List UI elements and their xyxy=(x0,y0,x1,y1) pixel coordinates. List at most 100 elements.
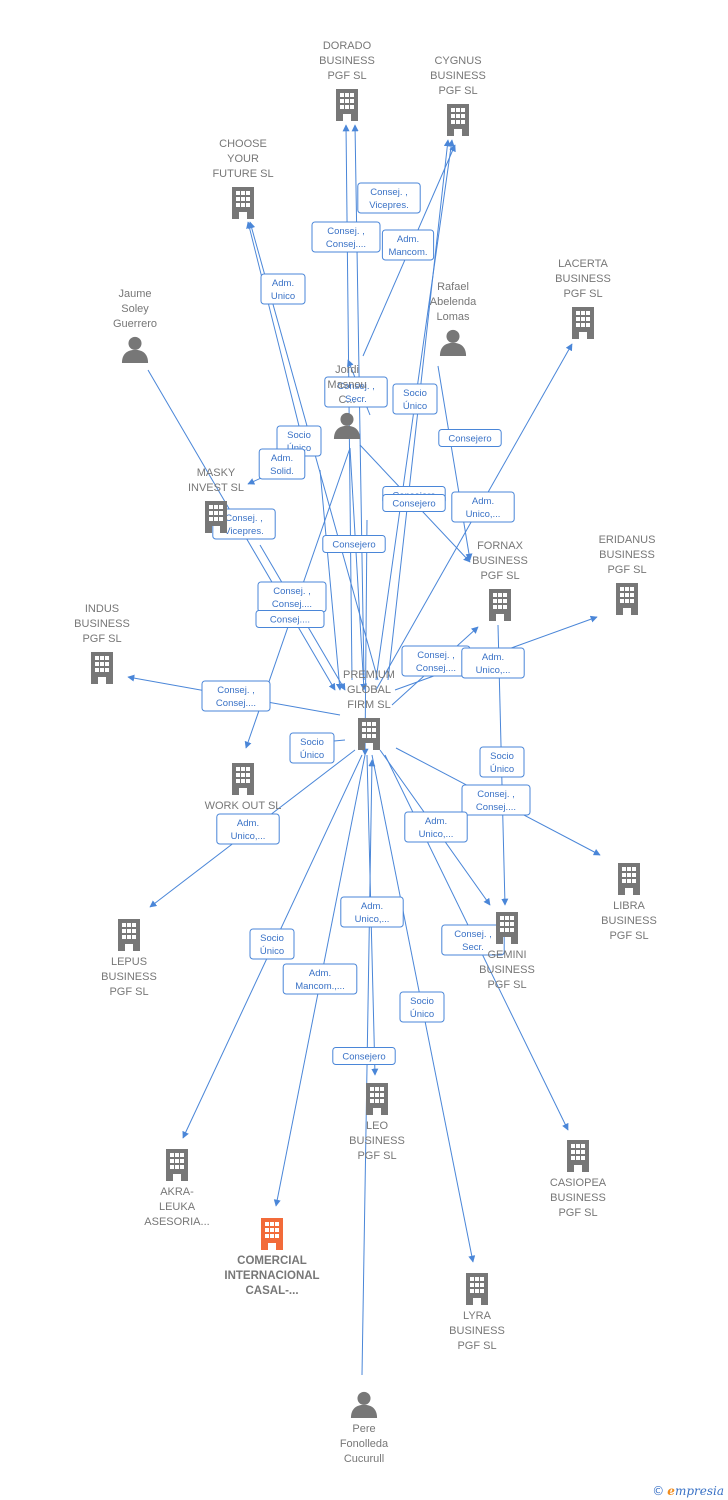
node-label: LYRA xyxy=(463,1310,492,1322)
edge-label[interactable]: Consejero xyxy=(322,535,386,553)
edge-label[interactable]: Adm.Mancom. xyxy=(381,229,435,261)
edge-label[interactable]: Consej. ,Consej.... xyxy=(257,581,327,613)
node-label: Pere xyxy=(352,1423,375,1435)
edge-label[interactable]: Consej. ,Vicepres. xyxy=(357,182,421,214)
edge-label-text: Consej. , xyxy=(454,929,492,940)
edge-label-text: Consej. , xyxy=(217,685,255,696)
building-icon xyxy=(118,919,140,951)
edge-label[interactable]: Consej. , Consej.... xyxy=(461,784,531,816)
node-jordi[interactable]: JordiMasnouC... xyxy=(327,364,367,439)
edge-label[interactable]: Consejero xyxy=(438,429,502,447)
edge-label[interactable]: Consej. ,Secr. xyxy=(324,376,388,408)
node-label: LEUKA xyxy=(159,1201,196,1213)
relation-edge xyxy=(349,447,368,691)
edge-label[interactable]: Consej. ,Consej.... xyxy=(201,680,271,712)
node-label: Abelenda xyxy=(430,296,477,308)
edge-label[interactable]: Consej. ,Consej.... xyxy=(401,645,471,677)
edge-label-text: Consej.... xyxy=(476,802,516,813)
building-icon xyxy=(232,187,254,219)
edge-label-box xyxy=(392,383,438,415)
node-label: Jordi xyxy=(335,364,359,376)
edge-label[interactable]: Consej. ,Consej.... xyxy=(311,221,381,253)
edge-label-box xyxy=(258,448,306,480)
edge-label-box xyxy=(404,811,468,843)
edge-label[interactable]: Consejero xyxy=(382,494,446,512)
edge-label-box xyxy=(255,610,325,628)
edge-label[interactable]: Adm.Mancom.,... xyxy=(282,963,358,995)
node-label: PGF SL xyxy=(607,564,646,576)
node-label: PGF SL xyxy=(457,1340,496,1352)
edge-label-text: Unico,... xyxy=(231,831,266,842)
node-label: Guerrero xyxy=(113,318,157,330)
edge-label[interactable]: Consej. ,Secr. xyxy=(441,924,505,956)
node-comercial[interactable]: COMERCIALINTERNACIONALCASAL-... xyxy=(224,1218,320,1297)
node-label: CASIOPEA xyxy=(550,1177,607,1189)
relation-edge xyxy=(437,365,473,561)
edge-label-box xyxy=(441,924,505,956)
edge-label-text: Unico,... xyxy=(466,509,501,520)
edge-label[interactable]: Adm.Unico,... xyxy=(216,813,280,845)
node-label: LEPUS xyxy=(111,956,147,968)
edge-label-text: Vicepres. xyxy=(224,526,263,537)
edge-label-text: Único xyxy=(300,750,324,761)
edge-label[interactable]: Consej.... xyxy=(255,610,325,628)
edge-label-text: Consej. , xyxy=(370,187,408,198)
edge-label[interactable]: Adm.Unico,... xyxy=(461,647,525,679)
node-label: CHOOSE xyxy=(219,138,267,150)
node-label: BUSINESS xyxy=(101,971,157,983)
edge-label-text: Adm. xyxy=(272,278,294,289)
node-label: BUSINESS xyxy=(601,915,657,927)
edge-label-text: Unico,... xyxy=(476,665,511,676)
node-label: CASAL-... xyxy=(245,1285,298,1297)
node-label: BUSINESS xyxy=(555,273,611,285)
edge-label-text: Socio xyxy=(490,751,514,762)
edge-label[interactable]: Adm.Unico,... xyxy=(404,811,468,843)
node-label: FORNAX xyxy=(477,540,524,552)
edge-label-box xyxy=(461,647,525,679)
node-label: PGF SL xyxy=(609,930,648,942)
node-label: Soley xyxy=(121,303,149,315)
edge-label-text: Consej.... xyxy=(416,663,456,674)
edge-label[interactable]: Adm.Solid. xyxy=(258,448,306,480)
edge-label[interactable]: Adm. Unico,... xyxy=(451,491,515,523)
edge-label-text: Consejero xyxy=(392,499,435,510)
building-icon xyxy=(166,1149,188,1181)
edge-label-text: Adm. xyxy=(472,496,494,507)
node-label: INVEST SL xyxy=(188,482,244,494)
edge-label-text: Único xyxy=(260,946,284,957)
edge-label[interactable]: Adm.Unico xyxy=(260,273,306,305)
edge-label-text: Consej. , xyxy=(477,789,515,800)
building-icon xyxy=(466,1273,488,1305)
edge-label[interactable]: Adm.Unico,... xyxy=(340,896,404,928)
edge-label-text: Mancom. xyxy=(388,247,427,258)
edge-label[interactable]: Consejero xyxy=(332,1047,396,1065)
node-workout[interactable]: WORK OUT SL xyxy=(205,763,282,812)
node-akra[interactable]: AKRA-LEUKAASESORIA... xyxy=(144,1149,210,1228)
person-icon xyxy=(350,1391,378,1418)
building-icon xyxy=(572,307,594,339)
node-label: BUSINESS xyxy=(430,70,486,82)
